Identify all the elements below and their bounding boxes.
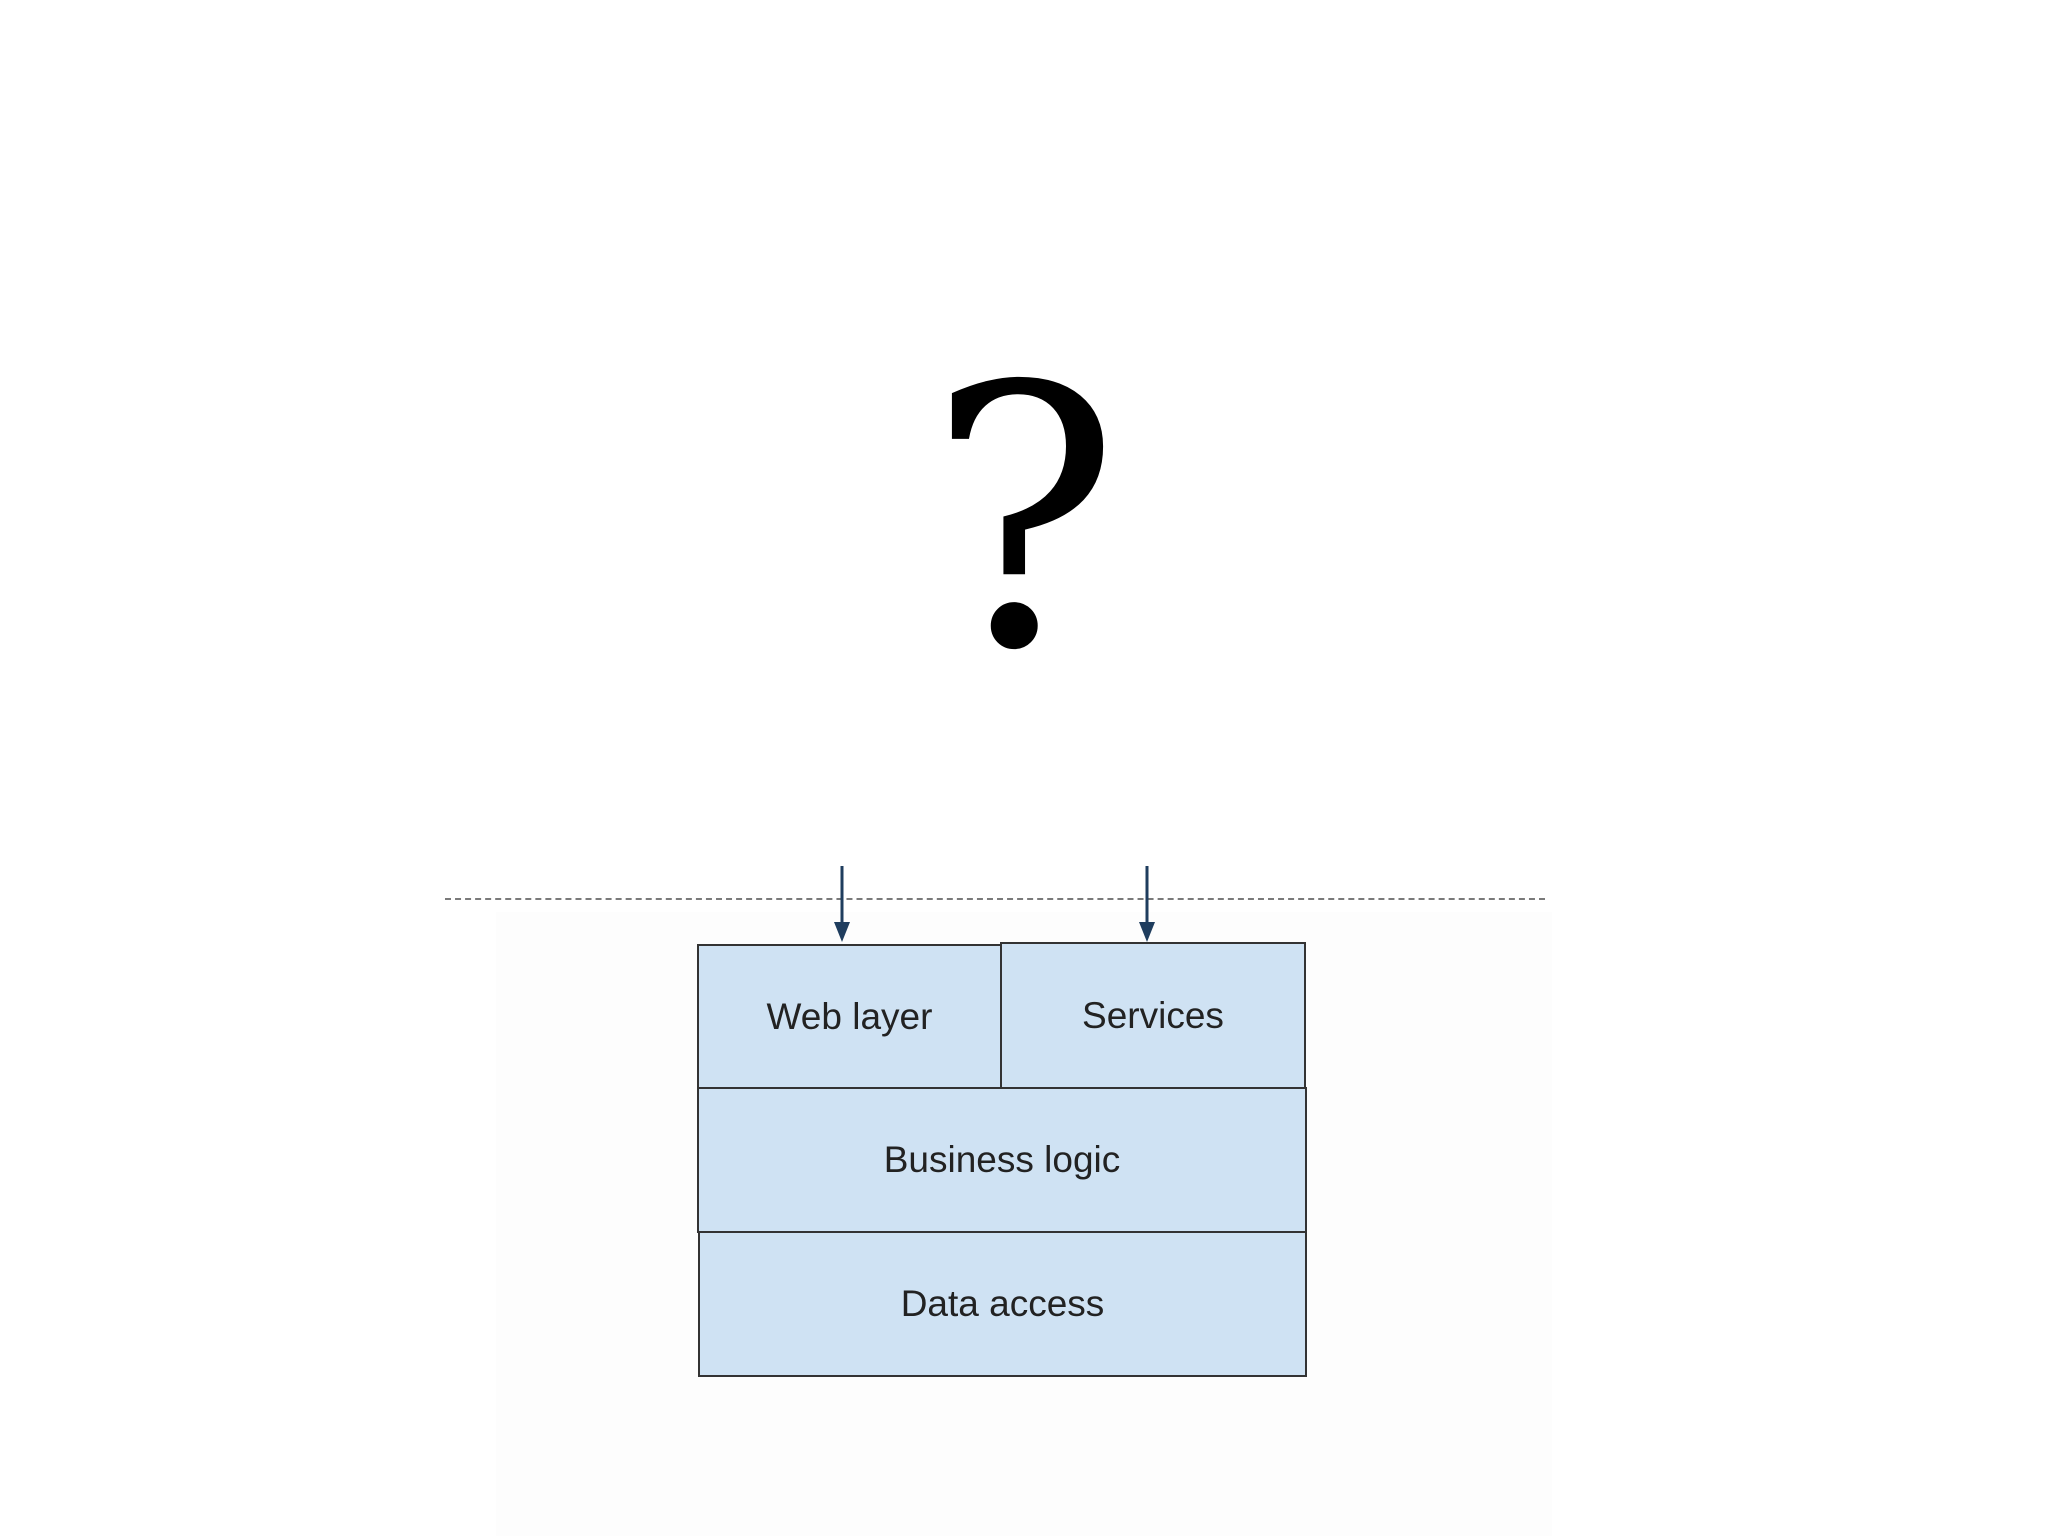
down-arrow-icon <box>834 866 850 942</box>
down-arrow-icon <box>1139 866 1155 942</box>
data-access-label: Data access <box>900 1283 1105 1324</box>
web-layer-box: Web layer <box>697 944 1002 1089</box>
services-box: Services <box>1000 942 1306 1089</box>
question-mark-title: ? <box>927 310 1121 729</box>
business-logic-label: Business logic <box>883 1139 1121 1180</box>
system-boundary-line <box>445 898 1545 900</box>
web-layer-label: Web layer <box>766 995 933 1037</box>
data-access-box: Data access <box>698 1231 1307 1377</box>
services-label: Services <box>1082 994 1224 1036</box>
business-logic-box: Business logic <box>697 1087 1307 1233</box>
